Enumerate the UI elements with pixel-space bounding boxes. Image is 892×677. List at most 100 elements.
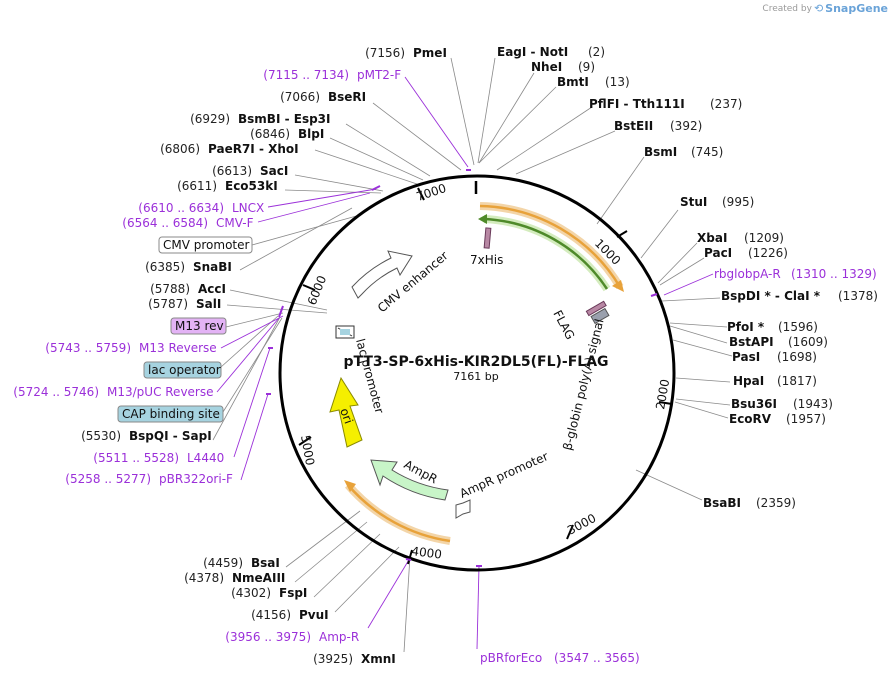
site-num: (237) xyxy=(710,97,742,111)
site-bsai[interactable]: BsaI xyxy=(251,556,280,570)
site-num: (745) xyxy=(691,145,723,159)
site-pasi[interactable]: PasI xyxy=(732,350,760,364)
site-num: (5787) xyxy=(148,297,188,311)
site-fspi[interactable]: FspI xyxy=(279,586,307,600)
site-xmni[interactable]: XmnI xyxy=(361,652,396,666)
credit-brand: SnapGene xyxy=(825,2,888,15)
site-pfoi[interactable]: PfoI * xyxy=(727,320,765,334)
site-tth111i[interactable]: PflFI - Tth111I xyxy=(589,97,685,111)
site-hpai[interactable]: HpaI xyxy=(733,374,764,388)
ori-label: ori xyxy=(337,406,355,425)
lac-operator-callout-box[interactable] xyxy=(143,361,222,379)
globin-signal-feature[interactable] xyxy=(590,307,610,325)
site-num: (1817) xyxy=(777,374,817,388)
plasmid-length: 7161 bp xyxy=(453,370,498,383)
ampr-promoter-arrow[interactable] xyxy=(455,499,471,519)
cmv-enhancer-arrow[interactable] xyxy=(351,250,413,299)
site-num: (392) xyxy=(670,119,702,133)
site-num: (7115 .. 7134) xyxy=(263,68,349,82)
site-num: (4156) xyxy=(251,608,291,622)
site-num: (1226) xyxy=(748,246,788,260)
site-xhoi[interactable]: PaeR7I - XhoI xyxy=(208,142,299,156)
site-clai[interactable]: BspDI * - ClaI * xyxy=(721,289,821,303)
ori-arrow[interactable] xyxy=(329,376,363,448)
site-num: (5743 .. 5759) xyxy=(45,341,131,355)
primer-pbrforeco[interactable]: pBRforEco xyxy=(480,651,542,665)
site-acci[interactable]: AccI xyxy=(198,282,226,296)
site-num: (2) xyxy=(588,45,605,59)
primer-m13-puc-reverse[interactable]: M13/pUC Reverse xyxy=(107,385,214,399)
site-num: (6611) xyxy=(177,179,217,193)
cmv-promoter-callout-box[interactable] xyxy=(158,236,253,254)
site-saci[interactable]: SacI xyxy=(260,164,288,178)
site-sali[interactable]: SalI xyxy=(196,297,221,311)
site-num: (1957) xyxy=(786,412,826,426)
primer-cmvf[interactable]: CMV-F xyxy=(216,216,254,230)
site-stui[interactable]: StuI xyxy=(680,195,707,209)
site-labels-right: EagI - NotI (2) NheI (9) BmtI (13) PflFI… xyxy=(480,45,878,665)
primer-marks xyxy=(266,169,658,567)
orf-bottom-arc xyxy=(347,484,451,543)
site-num: (6610 .. 6634) xyxy=(138,201,224,215)
site-num: (7066) xyxy=(280,90,320,104)
site-xbai[interactable]: XbaI xyxy=(697,231,727,245)
site-bsmi[interactable]: BsmI xyxy=(644,145,677,159)
ruler-label-5000: 5000 xyxy=(298,434,317,467)
site-bmti[interactable]: BmtI xyxy=(557,75,589,89)
site-eco53ki[interactable]: Eco53kI xyxy=(225,179,278,193)
site-nhei[interactable]: NheI xyxy=(531,60,562,74)
cmv-promoter-callout: CMV promoter xyxy=(163,238,250,252)
ampr-arrow[interactable] xyxy=(370,459,449,501)
site-num: (6564 .. 6584) xyxy=(122,216,208,230)
site-bsabi[interactable]: BsaBI xyxy=(703,496,741,510)
site-num: (9) xyxy=(578,60,595,74)
ruler-ticks xyxy=(298,187,673,565)
site-bsmbi[interactable]: BsmBI - Esp3I xyxy=(238,112,330,126)
primer-ampr[interactable]: Amp-R xyxy=(319,630,359,644)
plasmid-name: pTT3-SP-6xHis-KIR2DL5(FL)-FLAG xyxy=(343,354,608,370)
snapgene-logo-icon: ⟲ xyxy=(813,2,824,15)
site-num: (5530) xyxy=(81,429,121,443)
site-bseri[interactable]: BseRI xyxy=(328,90,366,104)
primer-l4440[interactable]: L4440 xyxy=(187,451,224,465)
site-num: (4459) xyxy=(203,556,243,570)
ampr-promoter-label: AmpR promoter xyxy=(458,449,551,501)
primer-rbglobpa-r[interactable]: rbglobpA-R xyxy=(714,267,781,281)
primer-leaders xyxy=(216,76,714,650)
his-orf-arc xyxy=(483,217,609,290)
site-blpi[interactable]: BlpI xyxy=(298,127,324,141)
site-num: (5724 .. 5746) xyxy=(13,385,99,399)
site-num: (6806) xyxy=(160,142,200,156)
site-pmei[interactable]: PmeI xyxy=(413,46,447,60)
site-num: (4302) xyxy=(231,586,271,600)
primer-lncx[interactable]: LNCX xyxy=(232,201,264,215)
his-tag-feature[interactable] xyxy=(483,227,492,249)
site-pvui[interactable]: PvuI xyxy=(299,608,329,622)
site-bsteii[interactable]: BstEII xyxy=(614,119,653,133)
site-num: (5788) xyxy=(150,282,190,296)
cap-binding-callout-box[interactable] xyxy=(117,405,224,423)
flag-tag-feature[interactable] xyxy=(585,300,607,317)
credit-text: Created by xyxy=(762,3,812,14)
primer-pbr322orif[interactable]: pBR322ori-F xyxy=(159,472,233,486)
site-num: (6929) xyxy=(190,112,230,126)
primer-pmt2f[interactable]: pMT2-F xyxy=(357,68,401,82)
site-bstapi[interactable]: BstAPI xyxy=(729,335,774,349)
site-sapi[interactable]: BspQI - SapI xyxy=(129,429,212,443)
site-snabi[interactable]: SnaBI xyxy=(193,260,232,274)
orf-bottom-arrowhead xyxy=(344,480,356,492)
ruler-label-4000: 4000 xyxy=(411,544,443,562)
site-noti[interactable]: EagI - NotI xyxy=(497,45,568,59)
site-bsu36i[interactable]: Bsu36I xyxy=(731,397,777,411)
site-nmeaiii[interactable]: NmeAIII xyxy=(232,571,285,585)
site-num: (1378) xyxy=(838,289,878,303)
site-ecorv[interactable]: EcoRV xyxy=(729,412,772,426)
lac-promoter-label: lac promoter xyxy=(353,337,386,415)
orf-top-arc xyxy=(479,204,622,288)
site-num: (13) xyxy=(605,75,630,89)
site-num: (1209) xyxy=(744,231,784,245)
site-paci[interactable]: PacI xyxy=(704,246,732,260)
primer-m13-reverse[interactable]: M13 Reverse xyxy=(139,341,217,355)
m13-rev-callout-box[interactable] xyxy=(170,317,227,335)
